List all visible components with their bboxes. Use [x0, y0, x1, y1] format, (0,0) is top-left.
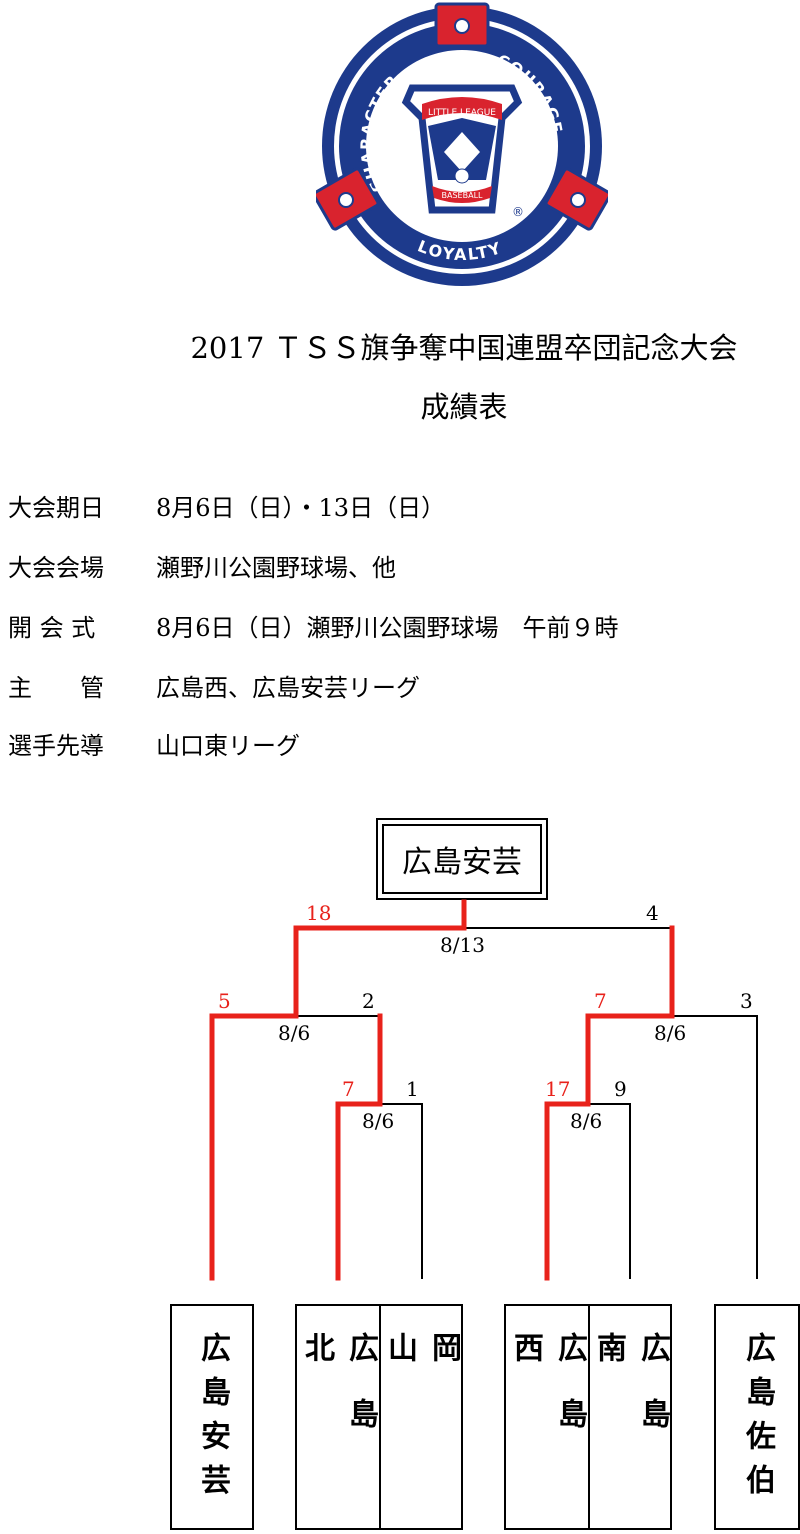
info-row-venue: 大会会場 瀬野川公園野球場、他 [8, 552, 396, 584]
team-name: 広島北 [299, 1332, 378, 1464]
semi-right-left-score: 7 [594, 989, 607, 1013]
qf-right-winner-line [544, 1101, 591, 1281]
final-left-score: 18 [306, 901, 331, 925]
info-label: 主 管 [8, 674, 104, 702]
semi-left-date: 8/6 [278, 1021, 310, 1045]
bracket-lines-black [295, 927, 758, 1279]
final-right-score: 4 [646, 901, 659, 925]
team-box-2: 広島北 岡山 [295, 1304, 463, 1530]
little-league-logo: CHARACTER COURAGE LOYALTY LITTLE LEAGUE … [316, 2, 608, 286]
info-label: 大会期日 [8, 494, 104, 522]
team-box-4: 広島佐伯 [714, 1304, 800, 1530]
semi-right-winner-line [585, 925, 675, 1107]
team-divider [588, 1306, 590, 1528]
qf-right-right-score: 9 [614, 1077, 627, 1101]
info-value: 8月6日（日）瀬野川公園野球場 午前９時 [156, 614, 619, 642]
team-divider [379, 1306, 381, 1528]
info-row-escort: 選手先導 山口東リーグ [8, 730, 300, 762]
svg-text:BASEBALL: BASEBALL [442, 191, 484, 200]
info-value: 8月6日（日）・13日（日） [156, 494, 446, 522]
champion-name: 広島安芸 [382, 824, 542, 894]
info-value: 山口東リーグ [156, 732, 300, 760]
team-name: 広島西 [508, 1332, 587, 1464]
info-row-opening: 開 会 式 8月6日（日）瀬野川公園野球場 午前９時 [8, 612, 619, 644]
qf-left-right-score: 1 [406, 1077, 419, 1101]
document-subtitle: 成績表 [420, 390, 508, 424]
semi-left-right-score: 2 [362, 989, 375, 1013]
info-value: 瀬野川公園野球場、他 [156, 554, 396, 582]
semi-left-left-score: 5 [218, 989, 231, 1013]
info-label: 大会会場 [8, 554, 104, 582]
qf-right-date: 8/6 [570, 1109, 602, 1133]
champion-box: 広島安芸 [376, 818, 548, 900]
team-name: 広島南 [591, 1332, 670, 1464]
info-row-host: 主 管 広島西、広島安芸リーグ [8, 672, 420, 704]
svg-text:®: ® [512, 205, 524, 219]
qf-right-left-score: 17 [545, 1077, 570, 1101]
document-title: 2017 ＴＳＳ旗争奪中国連盟卒団記念大会 [190, 331, 738, 365]
team-name: 岡山 [382, 1332, 461, 1470]
semi-right-right-score: 3 [740, 989, 753, 1013]
info-label: 選手先導 [8, 732, 104, 760]
info-row-dates: 大会期日 8月6日（日）・13日（日） [8, 492, 445, 524]
qf-left-right-line [379, 1103, 423, 1279]
semi-right-date: 8/6 [654, 1021, 686, 1045]
semi-left-winner-line [209, 1013, 299, 1281]
team-box-3: 広島西 広島南 [504, 1304, 672, 1530]
info-label: 開 会 式 [8, 614, 96, 642]
qf-left-date: 8/6 [362, 1109, 394, 1133]
qf-left-left-score: 7 [342, 1077, 355, 1101]
final-date: 8/13 [440, 933, 485, 957]
qf-right-right-line [587, 1103, 631, 1279]
svg-text:LITTLE LEAGUE: LITTLE LEAGUE [428, 108, 496, 118]
team-box-1: 広島安芸 [170, 1304, 254, 1530]
info-value: 広島西、広島安芸リーグ [156, 674, 420, 702]
bracket-lines-red [209, 899, 675, 1281]
semi-right-right-line [671, 1015, 758, 1279]
qf-left-winner-line [335, 1013, 383, 1281]
team-name: 広島佐伯 [740, 1332, 775, 1508]
team-name: 広島安芸 [195, 1332, 230, 1508]
final-winner-line [293, 899, 467, 1019]
